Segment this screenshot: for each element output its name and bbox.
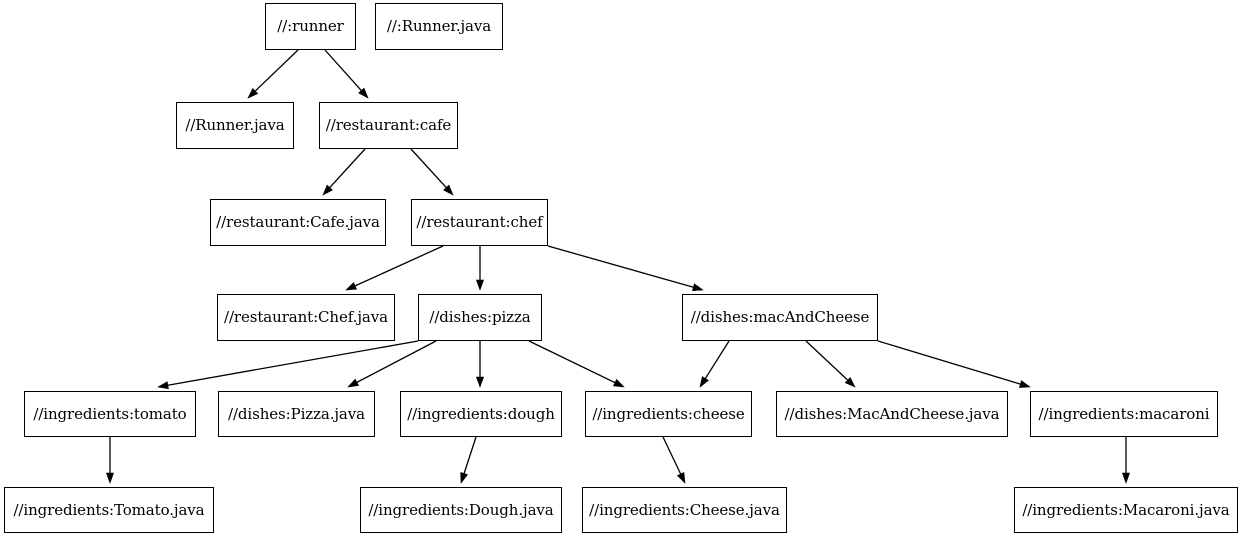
graph-node-ing_macaroni[interactable]: //ingredients:macaroni: [1030, 391, 1218, 437]
arrowhead-icon-restaurant_cafe-to-restaurant_cafe_java: [322, 184, 333, 196]
graph-edge-ing_dough-to-ing_dough_java: [463, 436, 477, 474]
graph-edge-restaurant_chef-to-dishes_macandcheese: [547, 245, 694, 288]
arrowhead-icon-dishes_pizza-to-ing_cheese: [612, 378, 625, 388]
graph-edge-restaurant_chef-to-restaurant_chef_java: [354, 245, 444, 287]
arrowhead-icon-ing_dough-to-ing_dough_java: [460, 471, 469, 484]
graph-edge-dishes_macandcheese-to-dishes_mac_java: [805, 340, 849, 381]
graph-node-dishes_pizza_java[interactable]: //dishes:Pizza.java: [218, 391, 375, 437]
arrowhead-icon-restaurant_chef-to-dishes_pizza: [475, 279, 485, 291]
arrowhead-icon-runner-to-restaurant_cafe: [358, 87, 369, 99]
arrowhead-icon-dishes_pizza-to-ing_dough: [475, 376, 485, 388]
graph-edge-restaurant_cafe-to-restaurant_cafe_java: [329, 148, 366, 189]
graph-edge-restaurant_cafe-to-restaurant_chef: [410, 148, 447, 189]
arrowhead-icon-restaurant_chef-to-restaurant_chef_java: [345, 282, 358, 291]
arrowhead-icon-ing_tomato-to-ing_tomato_java: [105, 472, 115, 484]
arrowhead-icon-dishes_pizza-to-dishes_pizza_java: [347, 378, 359, 388]
graph-node-restaurant_chef_java[interactable]: //restaurant:Chef.java: [217, 294, 395, 341]
graph-node-restaurant_cafe_java[interactable]: //restaurant:Cafe.java: [210, 199, 386, 246]
graph-node-ing_dough[interactable]: //ingredients:dough: [400, 391, 562, 437]
graph-node-runner_java_root[interactable]: //:Runner.java: [375, 3, 503, 50]
arrowhead-icon-dishes_macandcheese-to-dishes_mac_java: [844, 377, 856, 388]
arrowhead-icon-runner-to-runner_java: [247, 87, 259, 99]
graph-node-restaurant_cafe[interactable]: //restaurant:cafe: [319, 102, 458, 149]
arrowhead-icon-restaurant_chef-to-dishes_macandcheese: [691, 283, 704, 292]
graph-node-runner_java[interactable]: //Runner.java: [176, 102, 294, 149]
graph-edge-dishes_macandcheese-to-ing_macaroni: [877, 340, 1021, 385]
arrowhead-icon-restaurant_cafe-to-restaurant_chef: [443, 184, 454, 196]
graph-node-dishes_macandcheese[interactable]: //dishes:macAndCheese: [682, 294, 878, 341]
graph-node-ing_tomato[interactable]: //ingredients:tomato: [24, 391, 196, 437]
graph-edge-dishes_pizza-to-ing_cheese: [528, 340, 616, 384]
graph-edge-dishes_pizza-to-dishes_pizza_java: [356, 340, 437, 383]
graph-node-ing_tomato_java[interactable]: //ingredients:Tomato.java: [4, 487, 214, 533]
graph-edge-runner-to-restaurant_cafe: [324, 49, 362, 91]
arrowhead-icon-dishes_pizza-to-ing_tomato: [157, 381, 169, 390]
graph-node-dishes_mac_java[interactable]: //dishes:MacAndCheese.java: [776, 391, 1008, 437]
graph-node-ing_dough_java[interactable]: //ingredients:Dough.java: [360, 487, 562, 533]
arrowhead-icon-dishes_macandcheese-to-ing_macaroni: [1018, 380, 1031, 388]
graph-edge-runner-to-runner_java: [254, 49, 299, 92]
graph-node-dishes_pizza[interactable]: //dishes:pizza: [418, 294, 542, 341]
graph-node-ing_macaroni_java[interactable]: //ingredients:Macaroni.java: [1014, 487, 1238, 533]
graph-edge-dishes_macandcheese-to-ing_cheese: [704, 340, 730, 379]
graph-edge-ing_cheese-to-ing_cheese_java: [662, 436, 682, 475]
graph-edge-dishes_pizza-to-ing_tomato: [167, 340, 419, 386]
graph-node-runner[interactable]: //:runner: [265, 3, 356, 50]
arrowhead-icon-ing_cheese-to-ing_cheese_java: [676, 471, 686, 484]
graph-node-restaurant_chef[interactable]: //restaurant:chef: [411, 199, 548, 246]
graph-node-ing_cheese[interactable]: //ingredients:cheese: [585, 391, 752, 437]
arrowhead-icon-ing_macaroni-to-ing_macaroni_java: [1121, 472, 1131, 484]
graph-node-ing_cheese_java[interactable]: //ingredients:Cheese.java: [582, 487, 787, 533]
arrowhead-icon-dishes_macandcheese-to-ing_cheese: [699, 376, 709, 388]
